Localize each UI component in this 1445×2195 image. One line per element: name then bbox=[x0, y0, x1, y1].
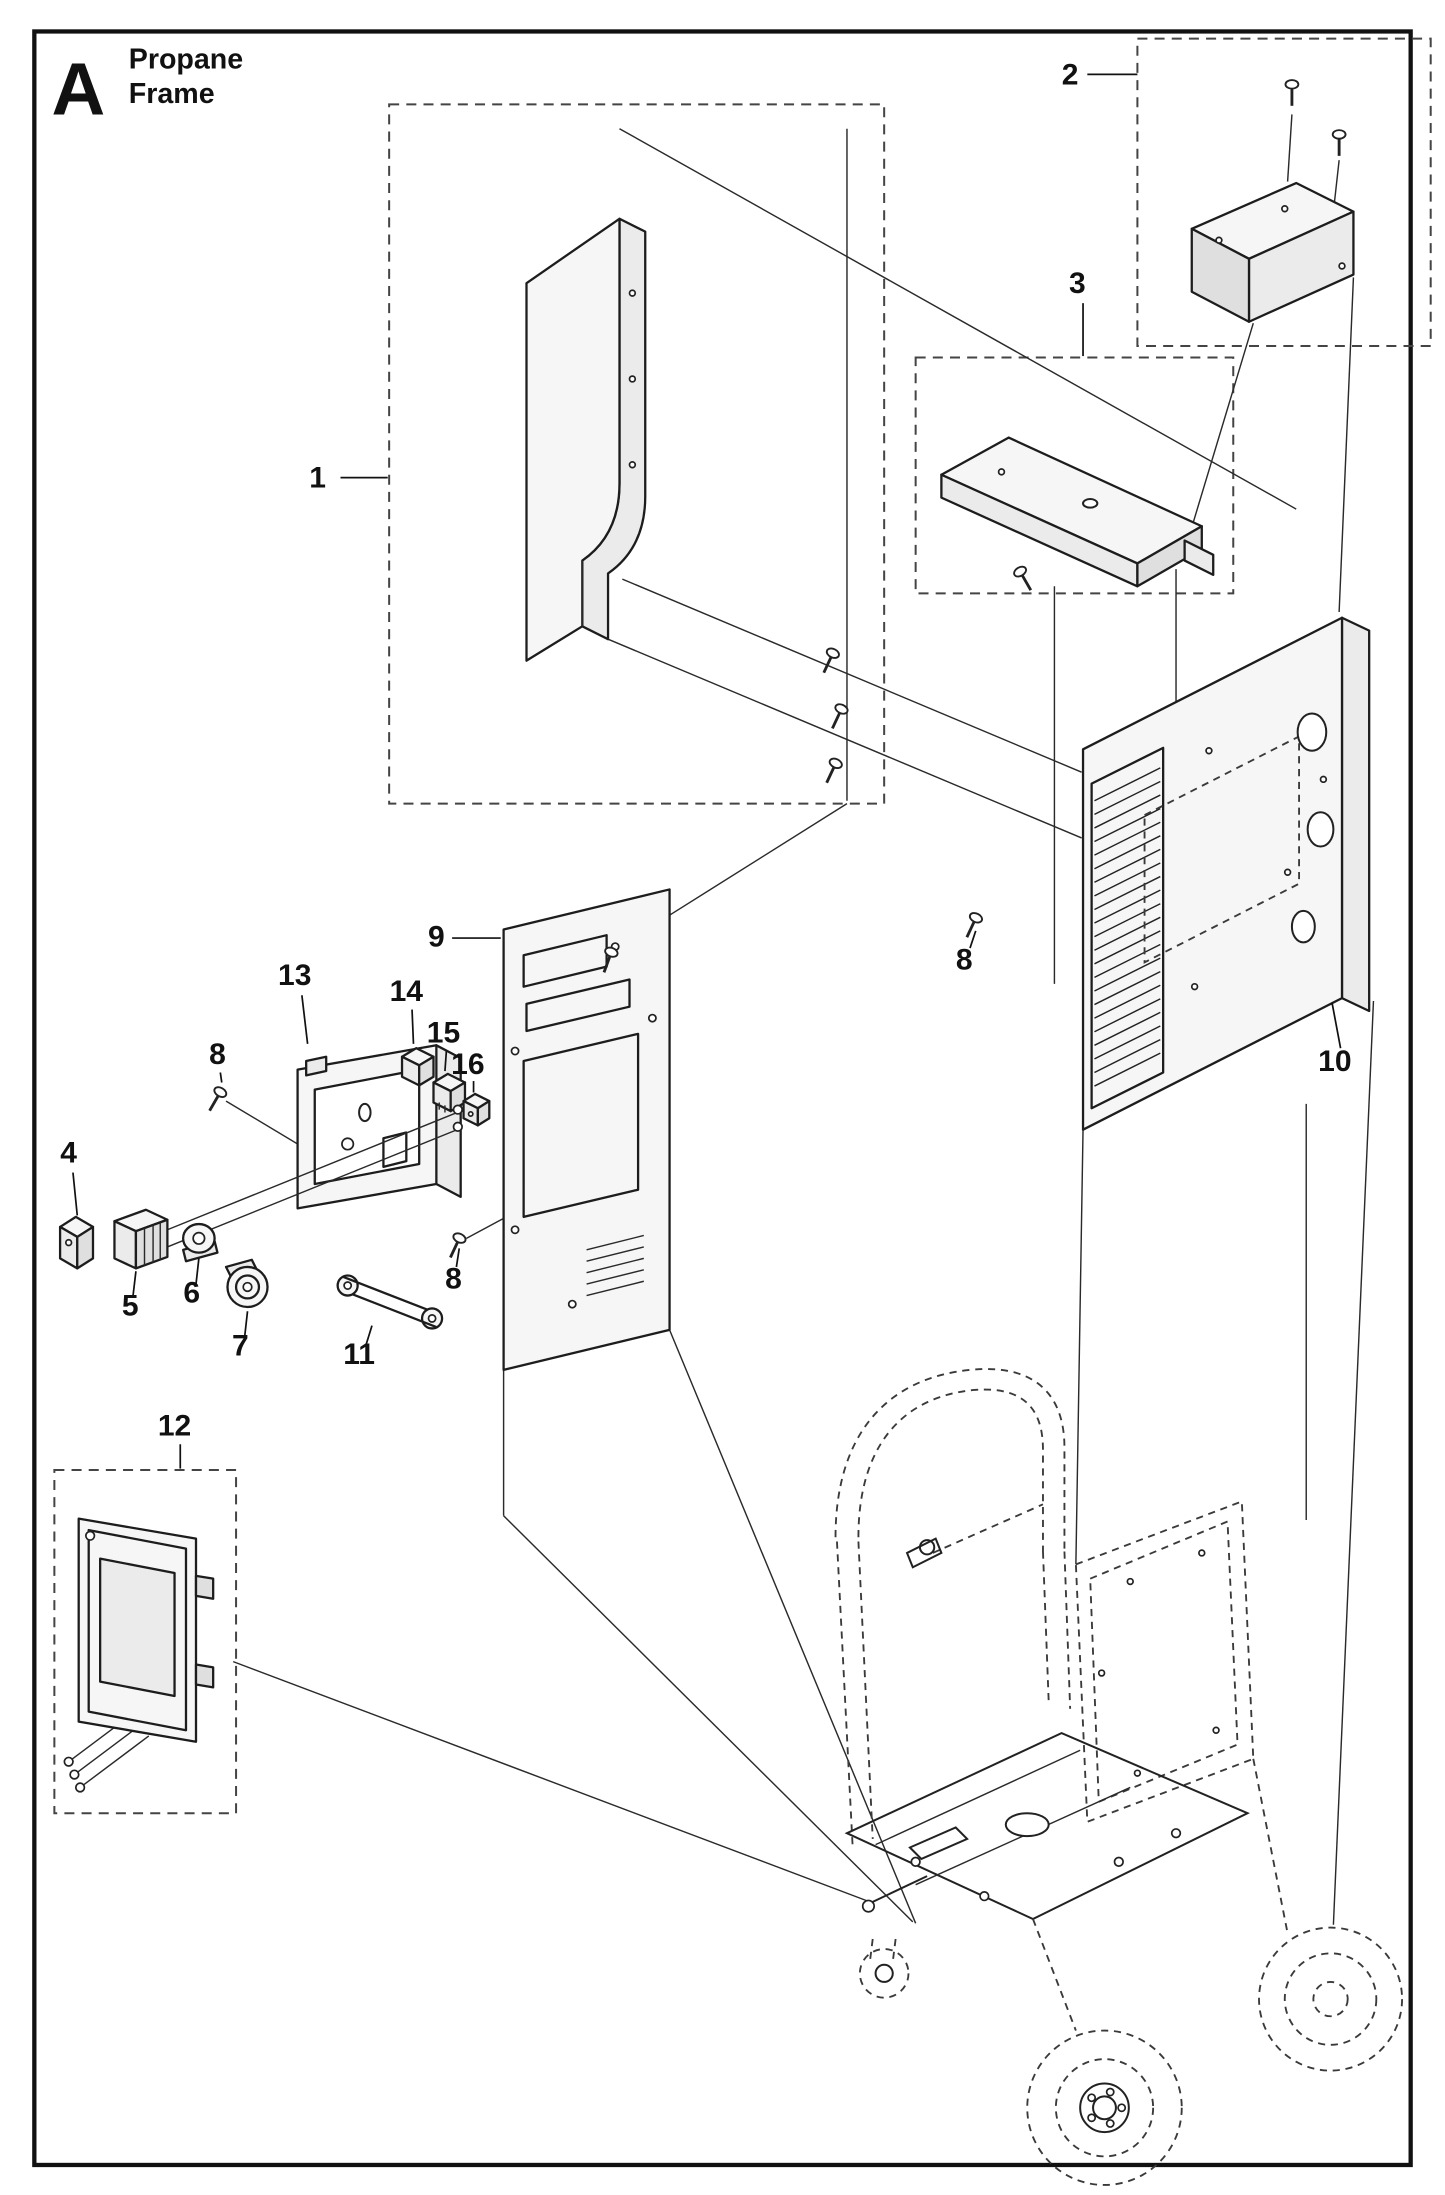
callout-label-1: 1 bbox=[309, 462, 326, 495]
callout-leader-13 bbox=[301, 995, 309, 1044]
part-9-inner-panel bbox=[502, 888, 671, 1372]
group-box-part-1 bbox=[388, 103, 886, 805]
part-7-grommet bbox=[224, 1258, 269, 1309]
callout-leader-15 bbox=[444, 1050, 448, 1072]
callout-label-16: 16 bbox=[451, 1048, 484, 1081]
callout-label-15: 15 bbox=[427, 1016, 460, 1049]
louver-slat bbox=[1094, 767, 1161, 802]
louver-slat bbox=[1094, 957, 1161, 992]
callout-label-14: 14 bbox=[390, 975, 424, 1008]
louver-vents bbox=[1094, 767, 1161, 1087]
part-4-cap bbox=[58, 1215, 95, 1270]
louver-slat bbox=[1094, 821, 1161, 856]
part-5-connector-block bbox=[113, 1104, 463, 1270]
part-15-switch-block bbox=[432, 1072, 467, 1113]
projection-lines bbox=[225, 114, 1375, 1925]
louver-slat bbox=[1094, 848, 1161, 883]
group-box-part-2 bbox=[1136, 37, 1432, 348]
callout-label-11: 11 bbox=[343, 1338, 375, 1371]
callout-label-8: 8 bbox=[209, 1038, 226, 1071]
louver-slat bbox=[1094, 1011, 1161, 1046]
callout-leader-8 bbox=[969, 930, 977, 949]
part-14-relay-block bbox=[400, 1047, 435, 1087]
louver-slat bbox=[1094, 971, 1161, 1006]
callout-label-12: 12 bbox=[158, 1410, 191, 1443]
callout-leader-7 bbox=[243, 1311, 249, 1338]
page-title-line2: Frame bbox=[129, 78, 215, 110]
cart-frame-phantom bbox=[834, 1368, 1404, 2186]
callout-label-7: 7 bbox=[232, 1330, 249, 1363]
part-12-access-door bbox=[63, 1517, 215, 1793]
louver-slat bbox=[1094, 984, 1161, 1019]
callout-label-13: 13 bbox=[278, 959, 311, 992]
callout-label-5: 5 bbox=[122, 1290, 139, 1323]
louver-slat bbox=[1094, 903, 1161, 938]
louver-slat bbox=[1094, 1025, 1161, 1060]
part-11-handle-strap bbox=[336, 1274, 444, 1330]
louver-slat bbox=[1094, 1038, 1161, 1074]
callout-label-3: 3 bbox=[1069, 267, 1086, 300]
callout-leader-14 bbox=[411, 1009, 415, 1044]
louver-slat bbox=[1094, 943, 1161, 979]
louver-slat bbox=[1094, 794, 1161, 829]
callout-label-9: 9 bbox=[428, 921, 445, 954]
part-6-switch bbox=[181, 1222, 219, 1263]
part-16-terminal-block bbox=[462, 1092, 491, 1127]
callout-leader-6 bbox=[195, 1258, 200, 1285]
louver-slat bbox=[1094, 998, 1161, 1033]
group-box-part-12 bbox=[53, 1469, 238, 1815]
louver-slat bbox=[1094, 780, 1161, 816]
page-border bbox=[32, 29, 1413, 2168]
callout-leader-8 bbox=[455, 1248, 461, 1268]
callout-label-4: 4 bbox=[60, 1137, 77, 1170]
louver-slat bbox=[1094, 916, 1161, 951]
part-1-frame-side-panel bbox=[525, 217, 647, 662]
louver-slat bbox=[1094, 930, 1161, 965]
callout-label-6: 6 bbox=[183, 1277, 200, 1310]
louver-slat bbox=[1094, 862, 1161, 897]
part-2-top-cover bbox=[1190, 181, 1355, 323]
callout-leader-10 bbox=[1331, 1002, 1342, 1049]
part-3-support-plate bbox=[940, 436, 1215, 588]
louver-slat bbox=[1094, 835, 1161, 870]
page-title-line1: Propane bbox=[129, 44, 243, 76]
callout-label-8: 8 bbox=[956, 944, 973, 977]
callout-label-2: 2 bbox=[1062, 58, 1079, 91]
callout-leader-5 bbox=[132, 1271, 137, 1296]
louver-slat bbox=[1094, 808, 1161, 843]
group-box-part-3 bbox=[914, 356, 1235, 595]
callout-leader-4 bbox=[72, 1172, 79, 1216]
callout-label-10: 10 bbox=[1318, 1045, 1351, 1078]
callout-leader-8 bbox=[219, 1072, 223, 1083]
louver-slat bbox=[1094, 889, 1161, 924]
louver-slat bbox=[1094, 1052, 1161, 1087]
callout-leader-11 bbox=[365, 1325, 373, 1345]
part-10-vented-side-panel bbox=[1081, 616, 1371, 1131]
callout-label-8: 8 bbox=[445, 1262, 462, 1295]
section-letter: A bbox=[52, 47, 106, 130]
louver-slat bbox=[1094, 875, 1161, 911]
